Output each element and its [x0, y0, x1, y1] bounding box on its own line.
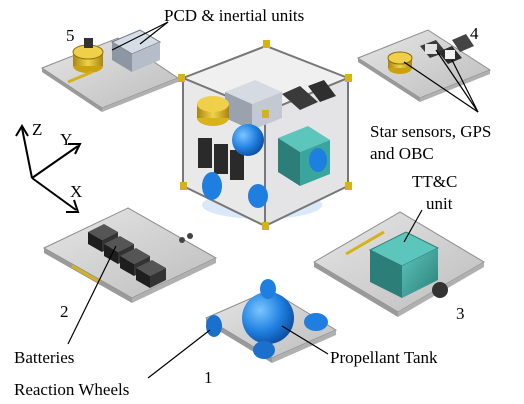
panel-1: [204, 279, 338, 363]
ttc-label-line2: unit: [426, 194, 453, 213]
satellite-body: [178, 40, 352, 230]
axis-z-label: Z: [32, 120, 43, 139]
panel-4-number: 4: [470, 24, 479, 43]
pcd-inertial-label: PCD & inertial units: [164, 6, 305, 25]
star-sensors-label-line2: and OBC: [370, 144, 434, 163]
panel-2-number: 2: [60, 302, 69, 321]
panel-2: [42, 207, 218, 303]
coordinate-axes: [15, 124, 82, 213]
leader-lines: [67, 21, 479, 379]
panel-5: [40, 29, 180, 112]
panel-3-number: 3: [456, 304, 465, 323]
axis-x-label: X: [70, 182, 83, 201]
panel-1-number: 1: [204, 368, 213, 387]
panel-3: [313, 211, 485, 317]
panel-5-number: 5: [66, 26, 75, 45]
battery-pack: [88, 224, 166, 288]
reaction-wheels-label: Reaction Wheels: [14, 380, 130, 399]
panel-4: [356, 29, 492, 102]
batteries-label: Batteries: [14, 348, 75, 367]
propellant-tank-label: Propellant Tank: [330, 348, 438, 367]
axis-y-label: Y: [60, 130, 73, 149]
star-sensors-label-line1: Star sensors, GPS: [370, 122, 492, 141]
ttc-label-line1: TT&C: [412, 172, 458, 191]
